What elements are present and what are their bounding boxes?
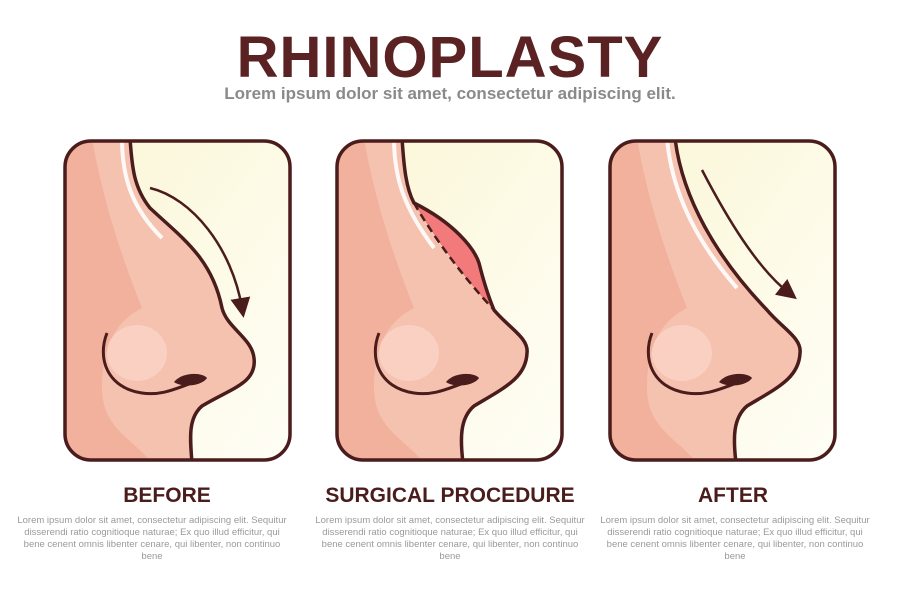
after-label: AFTER: [698, 484, 768, 507]
before-description: Lorem ipsum dolor sit amet, consectetur …: [17, 515, 287, 562]
before-label: BEFORE: [123, 484, 211, 507]
after-illustration: [607, 138, 838, 463]
page-title: RHINOPLASTY: [236, 25, 664, 90]
surgical-procedure-label: SURGICAL PROCEDURE: [325, 484, 575, 507]
surgical-procedure-description: Lorem ipsum dolor sit amet, consectetur …: [315, 515, 585, 562]
page-subtitle: Lorem ipsum dolor sit amet, consectetur …: [224, 84, 676, 103]
before-illustration: [62, 138, 293, 463]
after-description: Lorem ipsum dolor sit amet, consectetur …: [600, 515, 870, 562]
surgical-procedure-illustration: [334, 138, 565, 463]
removed-hump: [414, 203, 494, 310]
